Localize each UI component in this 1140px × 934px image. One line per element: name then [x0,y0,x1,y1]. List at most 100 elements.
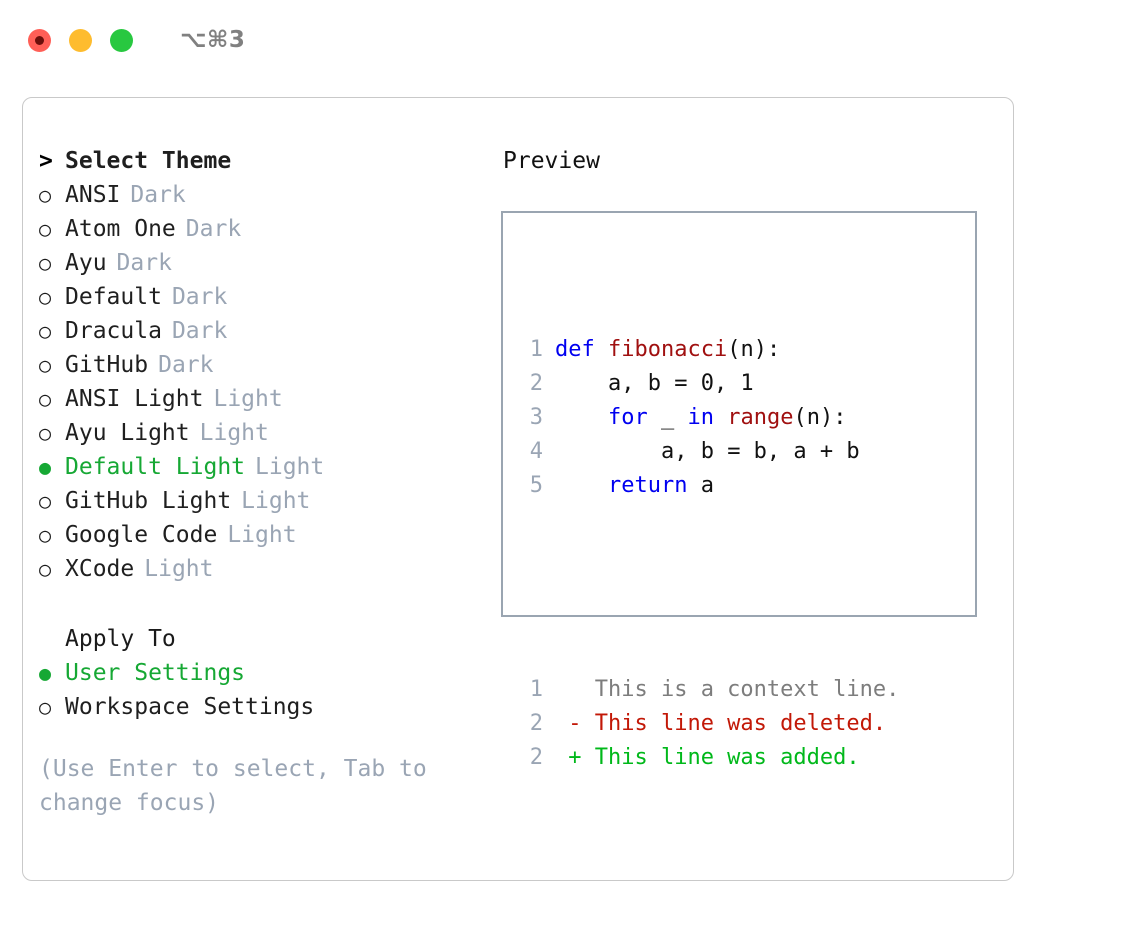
theme-option-variant: Light [255,454,325,480]
radio-unselected-icon: ○ [39,523,52,547]
theme-option-label: Dracula [65,318,162,344]
maximize-button[interactable] [110,28,133,52]
theme-option-variant: Dark [185,216,242,242]
code-line-text: for _ in range(n): [607,405,847,430]
theme-option-variant: Light [144,556,214,582]
theme-option-variant: Light [199,420,269,446]
theme-option-label: Google Code [65,522,218,548]
theme-option-variant: Light [241,488,311,514]
theme-option-10[interactable]: ○ Google Code Light [39,518,489,552]
radio-unselected-icon: ○ [39,421,52,445]
code-line: 5 return a [515,469,969,503]
code-line-text: return a [607,473,714,498]
diff-line-text: - This line was deleted. [555,711,887,736]
close-button[interactable] [28,28,51,52]
code-line: 4 a, b = b, a + b [515,435,969,469]
theme-option-variant: Light [227,522,297,548]
theme-option-variant: Dark [158,352,214,378]
theme-option-variant: Dark [171,318,228,344]
theme-option-label: GitHub [65,352,149,378]
keyboard-hint-text: (Use Enter to select, Tab to change focu… [39,756,441,816]
theme-option-9[interactable]: ○ GitHub Light Light [39,484,489,518]
diff-line-number: 1 [529,677,543,702]
theme-option-label: XCode [65,556,135,582]
theme-option-2[interactable]: ○ Ayu Dark [39,246,489,280]
radio-selected-icon: ● [39,455,52,479]
section-spacer [39,586,489,622]
apply-to-option-1[interactable]: ○ Workspace Settings [39,690,489,724]
theme-option-label: Default [65,284,162,310]
theme-option-1[interactable]: ○ Atom One Dark [39,212,489,246]
diff-line: 2 + This line was added. [515,741,969,775]
theme-option-11[interactable]: ○ XCode Light [39,552,489,586]
prompt-caret-icon: > [39,148,53,174]
preview-title: Preview [503,148,600,174]
apply-to-option-list: ● User Settings ○ Workspace Settings [39,656,489,724]
code-diff-spacer [515,571,969,605]
radio-unselected-icon: ○ [39,387,52,411]
select-theme-heading: > Select Theme [39,144,489,178]
keyboard-shortcut-label: ⌥⌘3 [180,27,246,53]
radio-unselected-icon: ○ [39,695,52,719]
theme-option-label: GitHub Light [65,488,232,514]
diff-lines: 1 This is a context line.2 - This line w… [515,673,969,775]
code-line-number: 2 [529,371,543,396]
theme-option-label: Default Light [65,454,246,480]
theme-option-0[interactable]: ○ ANSI Dark [39,178,489,212]
radio-unselected-icon: ○ [39,217,52,241]
radio-selected-icon: ● [39,661,52,685]
radio-unselected-icon: ○ [39,183,52,207]
theme-option-8[interactable]: ● Default Light Light [39,450,489,484]
theme-option-label: Ayu [65,250,107,276]
theme-option-3[interactable]: ○ Default Dark [39,280,489,314]
theme-option-7[interactable]: ○ Ayu Light Light [39,416,489,450]
theme-option-variant: Dark [171,284,228,310]
code-line: 3 for _ in range(n): [515,401,969,435]
code-line-number: 5 [529,473,543,498]
theme-option-variant: Light [213,386,283,412]
theme-option-label: Ayu Light [65,420,190,446]
window-titlebar: ⌥⌘3 [0,0,1140,80]
radio-unselected-icon: ○ [39,251,52,275]
theme-option-variant: Dark [116,250,172,276]
diff-line: 1 This is a context line. [515,673,969,707]
radio-unselected-icon: ○ [39,353,52,377]
diff-line: 2 - This line was deleted. [515,707,969,741]
code-line-text: a, b = 0, 1 [607,371,754,396]
radio-unselected-icon: ○ [39,489,52,513]
select-theme-heading-label: Select Theme [65,148,232,174]
theme-option-label: Atom One [65,216,176,242]
code-line-text: a, b = b, a + b [660,439,860,464]
code-line: 1 def fibonacci(n): [515,333,969,367]
theme-option-label: ANSI Light [65,386,204,412]
diff-line-text: + This line was added. [555,745,860,770]
theme-option-label: ANSI [65,182,121,208]
diff-line-text: This is a context line. [555,677,900,702]
code-line: 2 a, b = 0, 1 [515,367,969,401]
apply-to-option-0[interactable]: ● User Settings [39,656,489,690]
code-line-text: def fibonacci(n): [555,337,781,362]
theme-option-5[interactable]: ○ GitHub Dark [39,348,489,382]
code-line-number: 3 [529,405,543,430]
apply-to-option-label: User Settings [65,660,246,686]
diff-line-number: 2 [529,711,543,736]
code-line-number: 1 [529,337,543,362]
radio-unselected-icon: ○ [39,319,52,343]
window-traffic-lights [28,28,133,52]
radio-unselected-icon: ○ [39,557,52,581]
theme-option-variant: Dark [130,182,186,208]
code-line-number: 4 [529,439,543,464]
theme-option-4[interactable]: ○ Dracula Dark [39,314,489,348]
radio-unselected-icon: ○ [39,285,52,309]
theme-option-6[interactable]: ○ ANSI Light Light [39,382,489,416]
minimize-button[interactable] [69,28,92,52]
apply-to-option-label: Workspace Settings [65,694,315,720]
